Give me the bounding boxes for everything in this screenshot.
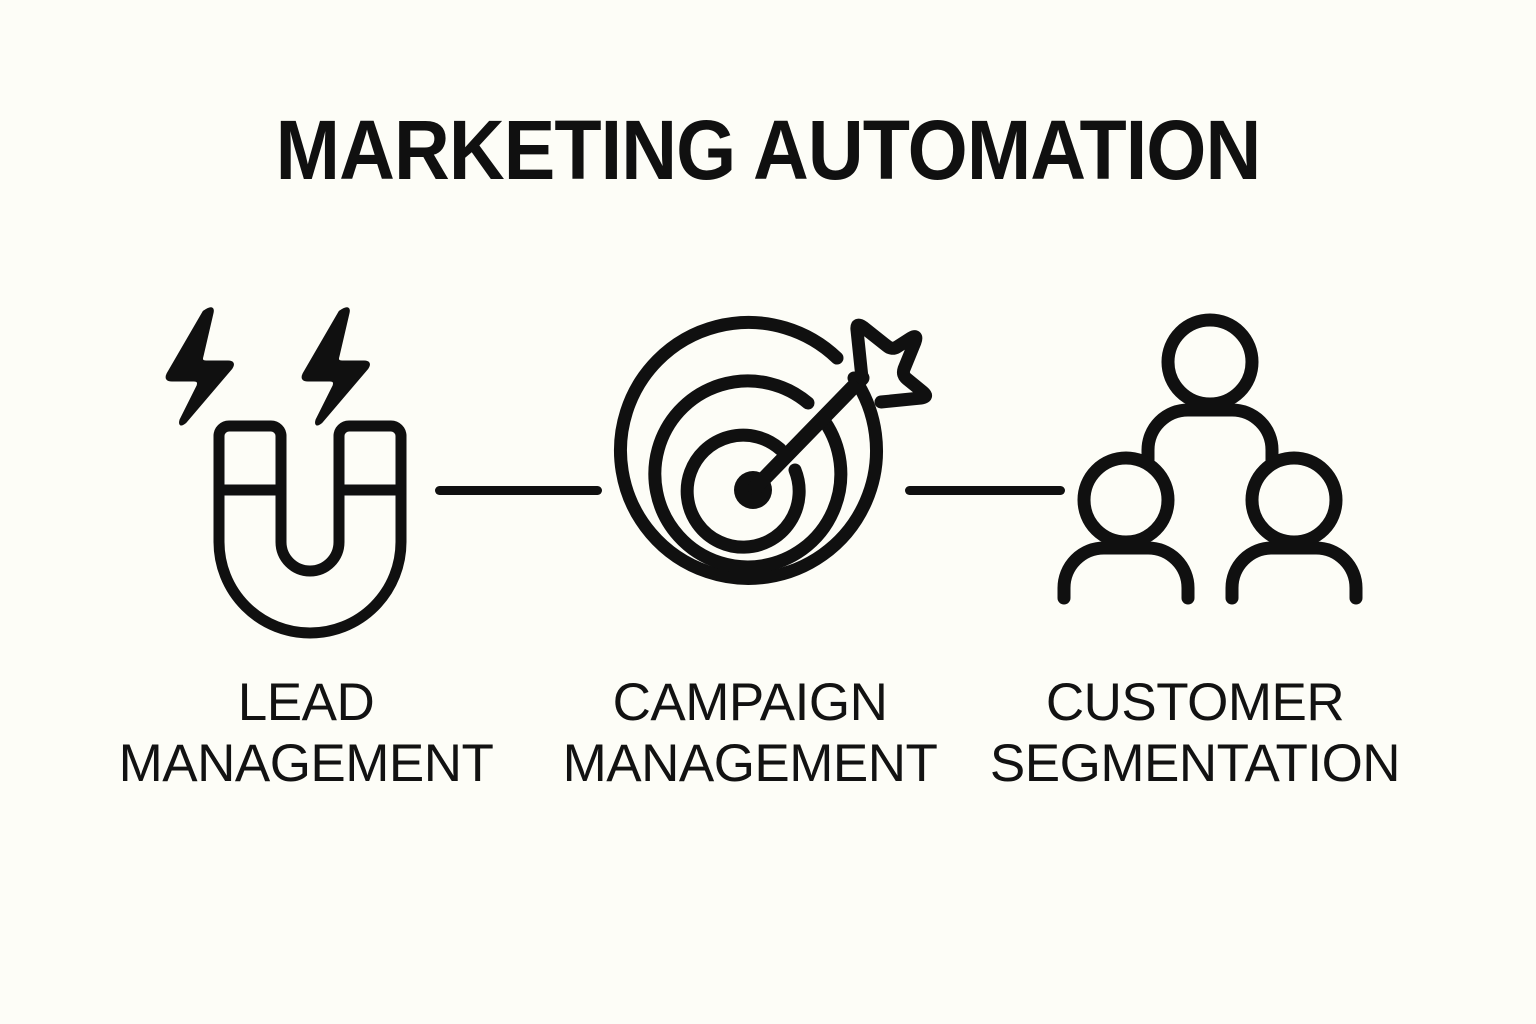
magnet-icon (165, 307, 407, 639)
step-label-row: LEAD MANAGEMENT CAMPAIGN MANAGEMENT CUST… (0, 672, 1536, 812)
person-head-top (1161, 313, 1259, 411)
step-label-line-1: CUSTOMER (1045, 673, 1345, 732)
connector-line-2 (905, 486, 1065, 495)
step-label-line-1: LEAD (237, 673, 375, 732)
arrow-shaft (747, 370, 870, 496)
step-label-line-2: MANAGEMENT (118, 734, 494, 793)
lightning-bolt-icon-left (165, 307, 234, 426)
page-title: MARKETING AUTOMATION (275, 103, 1262, 197)
person-head-right (1245, 451, 1343, 549)
step-label-line-2: SEGMENTATION (989, 734, 1401, 793)
step-icon-lead-management (140, 300, 480, 650)
step-label-campaign-management: CAMPAIGN MANAGEMENT (530, 672, 970, 794)
person-body-left (1057, 541, 1195, 605)
step-label-customer-segmentation: CUSTOMER SEGMENTATION (975, 672, 1415, 794)
step-label-line-1: CAMPAIGN (612, 673, 888, 732)
process-icon-row (0, 300, 1536, 650)
arrow-fletching (850, 318, 933, 409)
connector-line-1 (435, 486, 602, 495)
person-head-left (1077, 451, 1175, 549)
person-body-top (1141, 403, 1279, 467)
lightning-bolt-icon-right (301, 307, 370, 426)
people-group-icon (1057, 313, 1363, 605)
target-arrow-icon (613, 316, 933, 585)
step-icon-campaign-management (595, 300, 935, 650)
step-label-line-2: MANAGEMENT (562, 734, 938, 793)
step-label-lead-management: LEAD MANAGEMENT (86, 672, 526, 794)
person-body-right (1225, 541, 1363, 605)
step-icon-customer-segmentation (1040, 300, 1380, 650)
